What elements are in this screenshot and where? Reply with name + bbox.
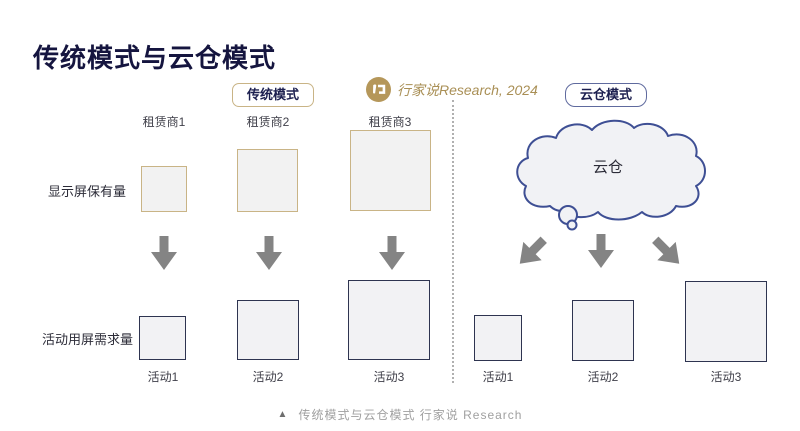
footer-text: 传统模式与云仓模式 行家说 Research bbox=[298, 408, 523, 422]
vendor-label-2: 租赁商2 bbox=[246, 115, 290, 129]
activity-label-3-left: 活动3 bbox=[373, 370, 405, 384]
down-arrow-icon bbox=[256, 236, 282, 275]
activity-label-2-right: 活动2 bbox=[587, 370, 619, 384]
supply-box-vendor3 bbox=[350, 130, 431, 211]
down-arrow-icon bbox=[588, 234, 614, 273]
watermark: 行家说Research, 2024 bbox=[366, 77, 538, 102]
down-arrow-icon bbox=[151, 236, 177, 275]
activity-label-3-right: 活动3 bbox=[710, 370, 742, 384]
badge-traditional-mode: 传统模式 bbox=[232, 83, 315, 107]
cloud-label: 云仓 bbox=[592, 159, 623, 176]
vendor-label-1: 租赁商1 bbox=[142, 115, 186, 129]
down-right-arrow-icon bbox=[646, 231, 692, 277]
down-arrow-icon bbox=[379, 236, 405, 275]
page-title: 传统模式与云仓模式 bbox=[33, 43, 277, 73]
demand-box-activity1-left bbox=[139, 316, 186, 360]
watermark-text: 行家说Research, 2024 bbox=[397, 81, 538, 98]
down-left-arrow-icon bbox=[507, 231, 553, 277]
vendor-label-3: 租赁商3 bbox=[368, 115, 412, 129]
badge-cloud-mode: 云仓模式 bbox=[565, 83, 648, 107]
demand-box-activity3-right bbox=[685, 281, 767, 362]
supply-box-vendor1 bbox=[141, 166, 187, 212]
footer-caption: ▲ 传统模式与云仓模式 行家说 Research bbox=[0, 406, 800, 423]
demand-box-activity2-left bbox=[237, 300, 299, 360]
section-divider bbox=[452, 100, 454, 383]
cloud-shape bbox=[512, 118, 708, 237]
activity-label-2-left: 活动2 bbox=[252, 370, 284, 384]
supply-box-vendor2 bbox=[237, 149, 298, 212]
demand-box-activity2-right bbox=[572, 300, 634, 361]
triangle-marker-icon: ▲ bbox=[277, 409, 289, 420]
activity-label-1-left: 活动1 bbox=[147, 370, 179, 384]
brand-logo-icon bbox=[366, 77, 391, 102]
demand-box-activity1-right bbox=[474, 315, 522, 361]
demand-box-activity3-left bbox=[348, 280, 430, 360]
demand-row-label: 活动用屏需求量 bbox=[42, 332, 134, 347]
supply-row-label: 显示屏保有量 bbox=[48, 184, 127, 199]
activity-label-1-right: 活动1 bbox=[482, 370, 514, 384]
